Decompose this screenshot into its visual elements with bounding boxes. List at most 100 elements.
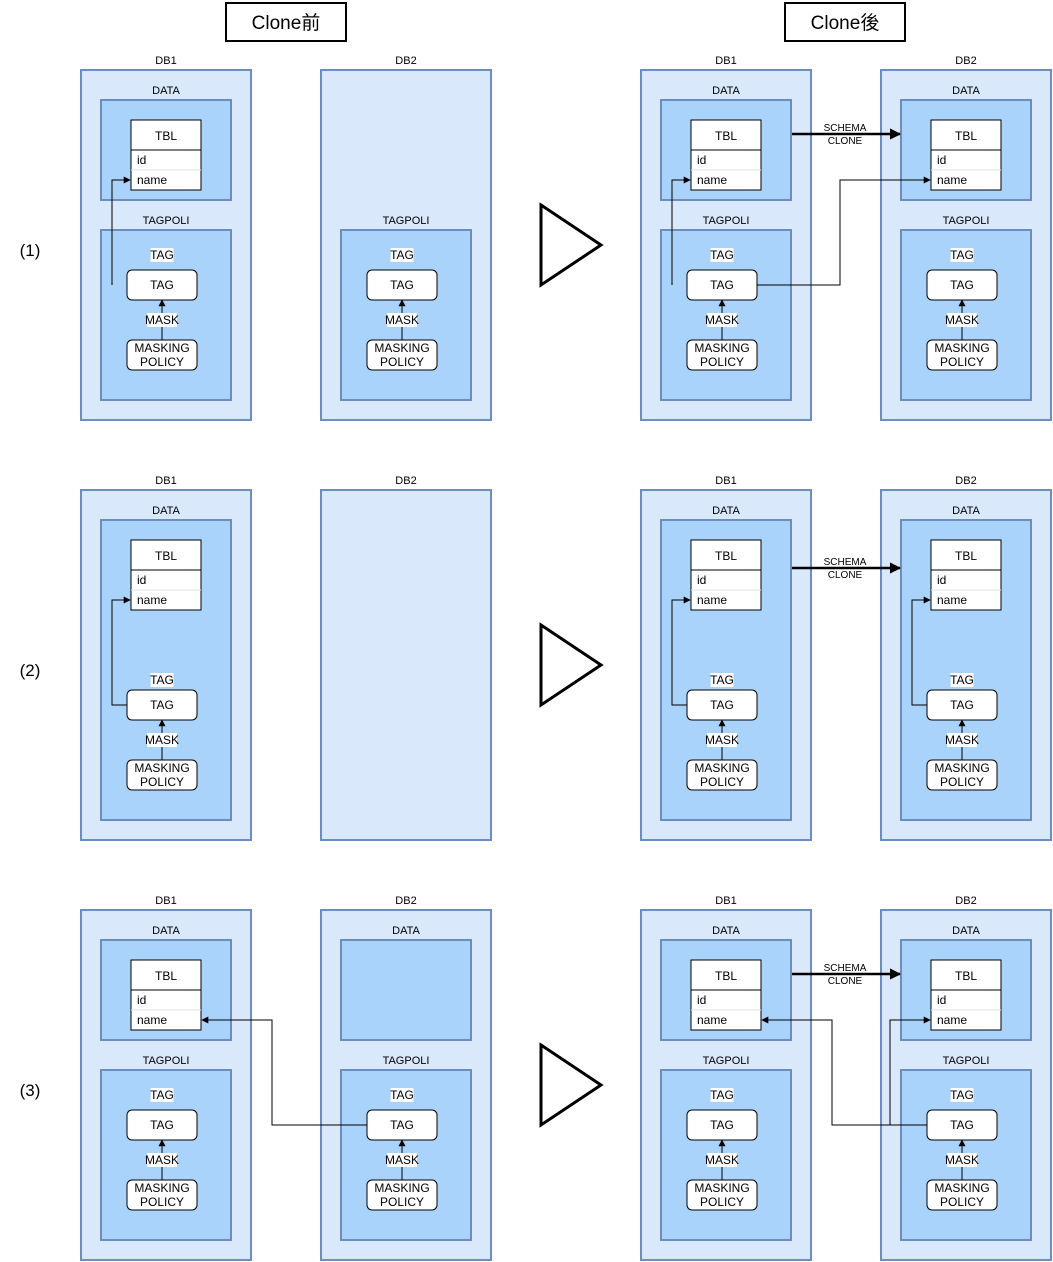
- row-3-before-db2-tagpoli-label: TAGPOLI: [383, 1055, 430, 1067]
- row-3-after-db2-tag-caption-bg: [950, 1088, 974, 1102]
- row-3-before-db1-masking-line1: MASKING: [134, 1181, 189, 1195]
- row-1-label: (1): [20, 241, 41, 260]
- row-3-after-db2-tag-text: TAG: [950, 1118, 974, 1132]
- row-3-after-cross-tag-link: [761, 1016, 927, 1126]
- row-2-after-db2-masking-policy: [926, 759, 998, 791]
- row-1-after-tag-link: [671, 176, 691, 285]
- row-3-before-db1-label: DB1: [155, 895, 176, 907]
- row-1-before-db1-tbl-col-name: name: [137, 173, 167, 187]
- row-3-after-db1-masking-line2: POLICY: [700, 1195, 744, 1209]
- row-3-after-db1-tagpoli-label: TAGPOLI: [703, 1055, 750, 1067]
- row-2-before-db1-masking-line2: POLICY: [140, 775, 184, 789]
- before-header: Clone前: [252, 12, 321, 34]
- row-2-before-db1-tag-text: TAG: [150, 698, 174, 712]
- row-3-after-db1-data-label: DATA: [712, 925, 740, 937]
- row-1-before-db2-label: DB2: [395, 55, 416, 67]
- row-1-after-db2-tag-text: TAG: [950, 278, 974, 292]
- row-3-after-db1-masking-policy: [686, 1179, 758, 1211]
- row-1-after-db1-masking-line1: MASKING: [694, 341, 749, 355]
- row-1-before-db1-masking-line2: POLICY: [140, 355, 184, 369]
- row-3-before-db2-tag-caption: TAG: [390, 1088, 414, 1102]
- row-2-after-db2-tag-link: [911, 596, 931, 706]
- row-3-before-cross-tag-link: [201, 1016, 367, 1126]
- row-1-after-db1-tbl-title: TBL: [715, 129, 737, 143]
- row-1-before-tag-link: [111, 176, 131, 285]
- row-1-after-db2-mask-caption: MASK: [945, 313, 979, 327]
- row-3-after-db1-masking-line1: MASKING: [694, 1181, 749, 1195]
- row-3-after-db2-tbl-header: [930, 959, 1002, 991]
- row-2-after-db1-tbl-col-id: id: [697, 573, 706, 587]
- row-3-before-db1-masking-policy: [126, 1179, 198, 1211]
- row-1-before-db1-masking-line1: MASKING: [134, 341, 189, 355]
- row-1-after-db1-data-label: DATA: [712, 85, 740, 97]
- row-1-before-db2-tag-caption-bg: [390, 248, 414, 262]
- row-3-before-db1-tag-caption: TAG: [150, 1088, 174, 1102]
- row-3-after-db1-label: DB1: [715, 895, 736, 907]
- row-2-before-db1-tbl-col-name: name: [137, 593, 167, 607]
- row-3-before-db1-tbl-header: [130, 959, 202, 991]
- row-1-after-db2-masking-line1: MASKING: [934, 341, 989, 355]
- row-3-after-db2-masking-policy: [926, 1179, 998, 1211]
- row-2-after-db1-tag-text: TAG: [710, 698, 734, 712]
- row-2-after-db1-tbl-col-name: name: [697, 593, 727, 607]
- row-3-before-db2-label: DB2: [395, 895, 416, 907]
- row-1-after-db2-masking-line2: POLICY: [940, 355, 984, 369]
- row-3-before-db2-masking-line2: POLICY: [380, 1195, 424, 1209]
- row-2-after-db1-masking-policy: [686, 759, 758, 791]
- row-1-after-db1-tag-caption: TAG: [710, 248, 734, 262]
- row-3-schema-clone-text2: CLONE: [828, 976, 863, 987]
- row-1-before-db1-tag-caption: TAG: [150, 248, 174, 262]
- row-1-after-db1-tbl-col-name: name: [697, 173, 727, 187]
- row-2-before-db1-label: DB1: [155, 475, 176, 487]
- row-2-after-db1-tag-caption: TAG: [710, 673, 734, 687]
- row-1-after-db1-tagpoli-label: TAGPOLI: [703, 215, 750, 227]
- row-3-after-db2-tbl-col-id: id: [937, 993, 946, 1007]
- row-3-after-db2-masking-line2: POLICY: [940, 1195, 984, 1209]
- row-1-before-db1-tbl-col-id: id: [137, 153, 146, 167]
- row-3-after-db1-tbl-col-id: id: [697, 993, 706, 1007]
- row-2-after-db1-masking-line1: MASKING: [694, 761, 749, 775]
- row-2-before-db1-mask-caption: MASK: [145, 733, 179, 747]
- row-1-after-db2-tbl-header: [930, 119, 1002, 151]
- row-3-after-db2-mask-caption-bg: [947, 1153, 977, 1167]
- row-1-before-db1-label: DB1: [155, 55, 176, 67]
- row-3-after-db2-tagpoli-label: TAGPOLI: [943, 1055, 990, 1067]
- row-1-after-db1-tbl-header: [690, 119, 762, 151]
- row-2-after-db2-tag-caption: TAG: [950, 673, 974, 687]
- row-3-after-db2-tag-link: [889, 1016, 931, 1125]
- row-2-arrow-triangle: [539, 622, 604, 708]
- row-1-after-db2-label: DB2: [955, 55, 976, 67]
- row-2-after-db2-mask-caption: MASK: [945, 733, 979, 747]
- row-2-label: (2): [20, 661, 41, 680]
- row-2-after-db1-mask-caption: MASK: [705, 733, 739, 747]
- row-3-before-db2-tag-text: TAG: [390, 1118, 414, 1132]
- row-3-before-db1-tagpoli-label: TAGPOLI: [143, 1055, 190, 1067]
- row-3-before-db2-data: [340, 939, 472, 1041]
- row-2-before-tag-link: [111, 596, 131, 706]
- row-3-after-db2-tag-caption: TAG: [950, 1088, 974, 1102]
- row-3-before-db1-masking-line2: POLICY: [140, 1195, 184, 1209]
- row-2-before-db1-masking-line1: MASKING: [134, 761, 189, 775]
- row-2-before-db1-tbl-col-id: id: [137, 573, 146, 587]
- row-1-arrow-triangle: [539, 202, 604, 288]
- row-2-after-db1-tag-caption-bg: [710, 673, 734, 687]
- row-2-after-db1-tbl-title: TBL: [715, 549, 737, 563]
- row-2-after-db2-tbl-title: TBL: [955, 549, 977, 563]
- row-2-after-db2-masking-line1: MASKING: [934, 761, 989, 775]
- row-1-schema-clone-text2: CLONE: [828, 136, 863, 147]
- row-1-after-db1-mask-caption: MASK: [705, 313, 739, 327]
- row-1-after-db1-tbl-col-id: id: [697, 153, 706, 167]
- row-2-after-db1-tag-link: [671, 596, 691, 706]
- row-1-before-db2-masking-policy: [366, 339, 438, 371]
- row-1-before-db1-tag-text: TAG: [150, 278, 174, 292]
- row-2-after-db1-masking-line2: POLICY: [700, 775, 744, 789]
- row-3-after-db1-tag-caption-bg: [710, 1088, 734, 1102]
- row-3-after-db1-tbl-header: [690, 959, 762, 991]
- row-1-after-db1-masking-line2: POLICY: [700, 355, 744, 369]
- row-1-before-db1-tagpoli-label: TAGPOLI: [143, 215, 190, 227]
- row-3-before-db2-data-label: DATA: [392, 925, 420, 937]
- row-1-after-db2-masking-policy: [926, 339, 998, 371]
- row-3-before-db2-tag-caption-bg: [390, 1088, 414, 1102]
- row-1-before-db2-tag-text: TAG: [390, 278, 414, 292]
